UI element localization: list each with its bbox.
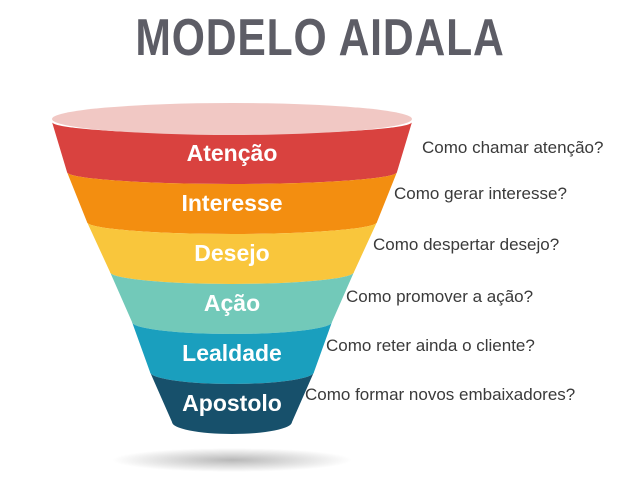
question-atencao: Como chamar atenção? [422, 138, 604, 157]
question-desejo: Como despertar desejo? [373, 235, 560, 254]
label-lealdade: Lealdade [182, 340, 282, 366]
band-interesse [67, 172, 397, 234]
question-interesse: Como gerar interesse? [394, 184, 567, 203]
band-acao [110, 272, 354, 334]
page-title: MODELO AIDALA [135, 9, 505, 67]
label-acao: Ação [204, 290, 260, 316]
question-apostolo: Como formar novos embaixadores? [305, 385, 576, 404]
band-lealdade [132, 322, 332, 384]
band-apostolo [150, 372, 314, 434]
question-lealdade: Como reter ainda o cliente? [326, 336, 535, 355]
label-interesse: Interesse [181, 190, 282, 216]
question-acao: Como promover a ação? [346, 287, 534, 306]
funnel-rim [52, 103, 412, 135]
band-desejo [87, 222, 377, 284]
label-apostolo: Apostolo [182, 390, 282, 416]
label-desejo: Desejo [194, 240, 269, 266]
band-atencao [52, 122, 412, 184]
funnel-shadow [112, 448, 352, 472]
label-atencao: Atenção [187, 140, 278, 166]
